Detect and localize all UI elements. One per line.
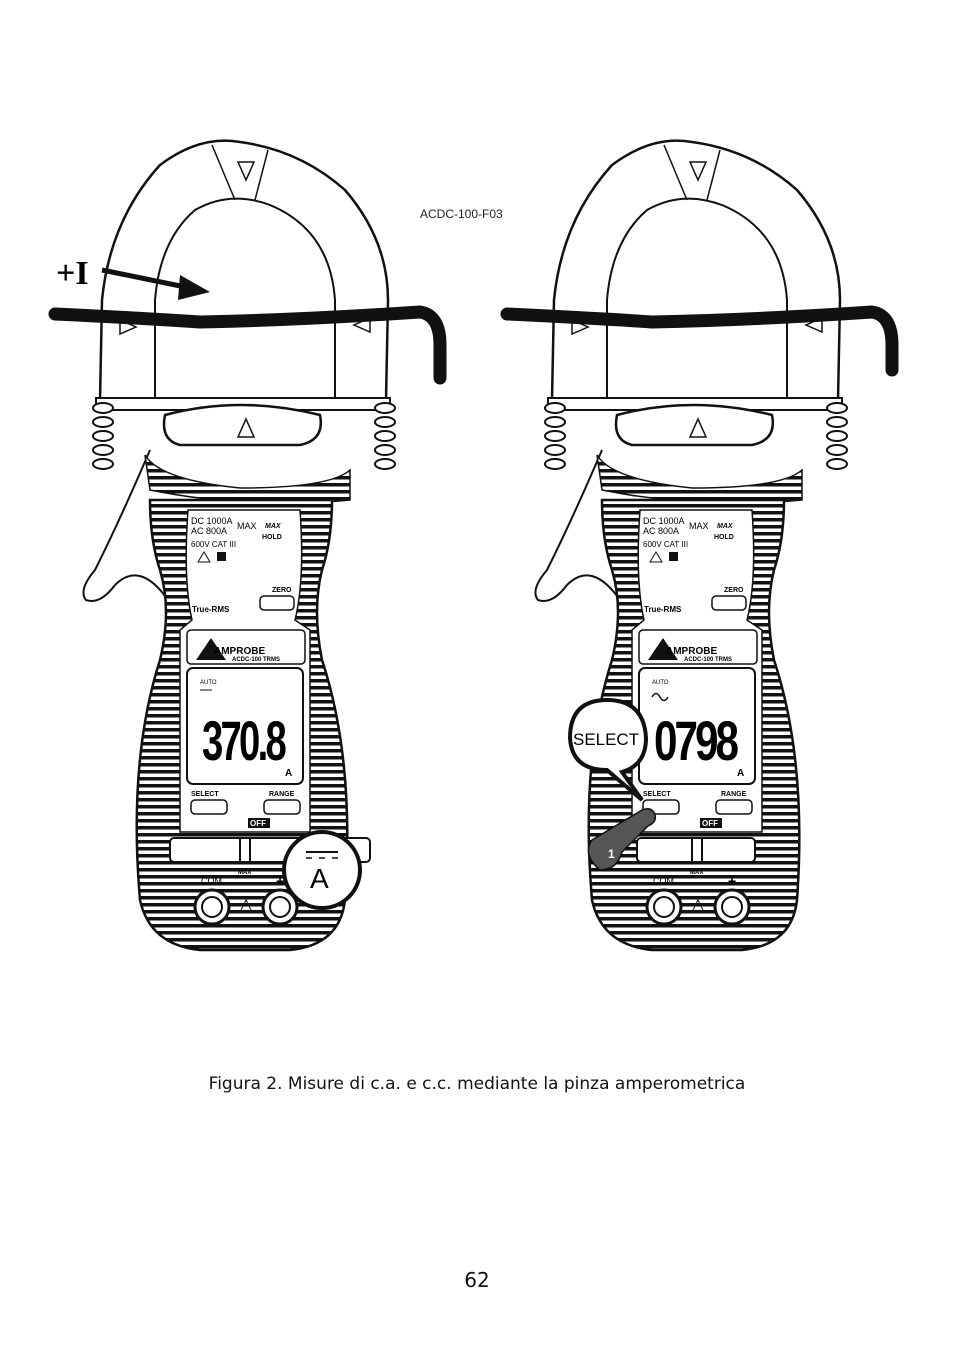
off-label: OFF xyxy=(250,819,266,828)
figure-caption: Figura 2. Misure di c.a. e c.c. mediante… xyxy=(208,1074,746,1094)
auto-indicator: AUTO xyxy=(200,680,217,686)
spec-max-label: MAX xyxy=(237,521,257,531)
lcd-reading: 370.8 xyxy=(202,709,286,772)
jack-warning-icon xyxy=(239,898,253,913)
range-button[interactable] xyxy=(263,799,301,815)
left-inner-jaw xyxy=(154,197,336,401)
spec-max-label: MAX xyxy=(689,521,709,531)
double-insulation-icon xyxy=(669,552,678,561)
select-button[interactable] xyxy=(190,799,228,815)
trigger-arrow-up-icon xyxy=(688,417,708,438)
hold-button-label: HOLD xyxy=(262,534,282,541)
right-inner-jaw xyxy=(606,197,788,401)
amprobe-logo-icon xyxy=(648,638,678,660)
max-button-label: MAX xyxy=(265,523,282,530)
range-button-label: RANGE xyxy=(269,791,295,798)
select-button-label: SELECT xyxy=(643,791,671,798)
trigger-arrow-up-icon xyxy=(236,417,256,438)
left-conductor-cable xyxy=(48,305,447,385)
plus-jack-label: + xyxy=(728,873,736,889)
meter-right: DC 1000A AC 800A MAX 600V CAT III MAX HO… xyxy=(500,139,899,952)
plus-jack-label: + xyxy=(276,873,284,889)
double-insulation-icon xyxy=(217,552,226,561)
select-callout-text: SELECT xyxy=(573,730,639,749)
off-label: OFF xyxy=(702,819,718,828)
lcd-unit: A xyxy=(737,768,744,779)
callout-symbol: A xyxy=(310,863,329,894)
jaw-arrow-down-icon xyxy=(236,161,256,182)
zero-button[interactable] xyxy=(259,595,295,611)
step-number: 1 xyxy=(608,847,615,861)
spec-ac-label: AC 800A xyxy=(643,526,679,536)
current-label: +I xyxy=(56,255,89,292)
right-conductor-cable xyxy=(500,305,899,377)
model-label: ACDC-100 TRMS xyxy=(684,657,732,663)
zero-button-label: ZERO xyxy=(272,587,292,594)
range-button[interactable] xyxy=(715,799,753,815)
current-arrow-icon xyxy=(178,275,210,300)
max-rating-label: MAX xyxy=(238,870,251,876)
jaw-arrow-down-icon xyxy=(688,161,708,182)
select-button-label: SELECT xyxy=(191,791,219,798)
brand-label: AMPROBE xyxy=(214,646,265,657)
max-rating-label: MAX xyxy=(690,870,703,876)
ac-wave-icon xyxy=(651,692,669,702)
model-label: ACDC-100 TRMS xyxy=(232,657,280,663)
max-button-label: MAX xyxy=(717,523,734,530)
spec-dc-label: DC 1000A xyxy=(191,516,233,526)
range-button-label: RANGE xyxy=(721,791,747,798)
com-label: COM xyxy=(201,876,222,886)
pointing-finger-icon xyxy=(587,808,657,871)
page-number: 62 xyxy=(464,1268,490,1292)
spec-dc-label: DC 1000A xyxy=(643,516,685,526)
lcd-display xyxy=(186,667,304,785)
true-rms-label: True-RMS xyxy=(644,605,682,614)
amprobe-logo-icon xyxy=(196,638,226,660)
select-callout-bubble xyxy=(567,697,649,802)
warning-triangle-icon xyxy=(649,551,663,563)
lcd-unit: A xyxy=(285,768,292,779)
dc-amps-callout xyxy=(282,830,362,910)
figure-reference: ACDC-100-F03 xyxy=(420,207,503,221)
spec-ac-label: AC 800A xyxy=(191,526,227,536)
jack-warning-icon xyxy=(691,898,705,913)
spec-cat-label: 600V CAT III xyxy=(643,540,688,549)
lcd-reading: 0798 xyxy=(654,709,738,772)
warning-triangle-icon xyxy=(197,551,211,563)
left-grip-ridges xyxy=(92,402,396,470)
auto-indicator: AUTO xyxy=(652,680,669,686)
brand-label: AMPROBE xyxy=(666,646,717,657)
true-rms-label: True-RMS xyxy=(192,605,230,614)
zero-button[interactable] xyxy=(711,595,747,611)
com-label: COM xyxy=(653,876,674,886)
spec-cat-label: 600V CAT III xyxy=(191,540,236,549)
hold-button-label: HOLD xyxy=(714,534,734,541)
meter-left: +I DC 1000A AC 800A MAX 600V CAT III MAX… xyxy=(48,139,447,952)
right-grip-ridges xyxy=(544,402,848,470)
zero-button-label: ZERO xyxy=(724,587,744,594)
